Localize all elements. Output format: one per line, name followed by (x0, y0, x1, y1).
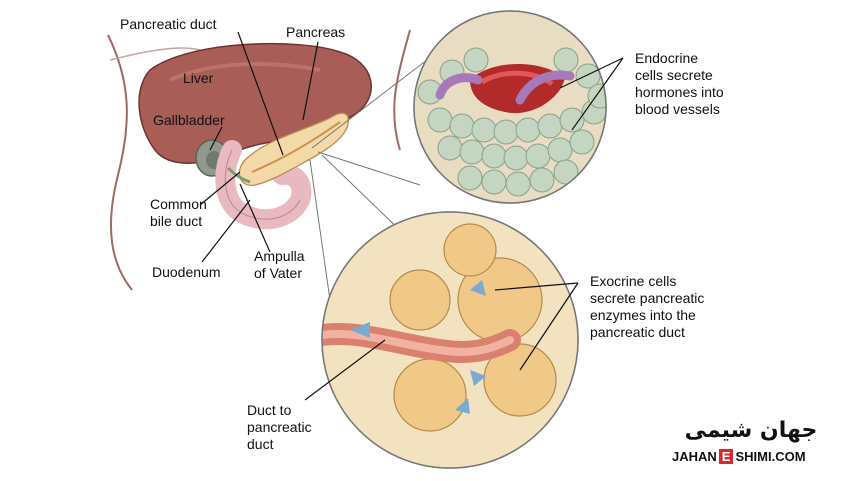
label-gallbladder: Gallbladder (153, 112, 225, 128)
liver-shape (138, 42, 372, 164)
torso-outline (107, 29, 411, 291)
label-ampulla-of-vater: Ampulla of Vater (254, 248, 305, 281)
watermark-latin-right: SHIMI.COM (735, 449, 806, 464)
label-pancreatic-duct: Pancreatic duct (120, 16, 217, 32)
label-duct-to-pancreatic-duct: Duct to pancreatic duct (247, 402, 312, 452)
label-exocrine: Exocrine cells secrete pancreatic enzyme… (590, 273, 705, 340)
exocrine-magnifier (321, 211, 579, 469)
endocrine-magnifier (413, 10, 607, 204)
label-common-bile-duct: Common bile duct (150, 196, 207, 229)
label-endocrine: Endocrine cells secrete hormones into bl… (635, 50, 724, 117)
label-liver: Liver (183, 70, 214, 86)
leader-lines (199, 31, 624, 401)
watermark-latin-left: JAHAN (672, 449, 717, 464)
watermark-latin-mid: E (718, 449, 734, 464)
watermark-persian: جهان شیمی (684, 418, 818, 443)
pancreas-shape (238, 112, 349, 186)
pancreatic-duct-line (251, 121, 341, 173)
label-pancreas: Pancreas (286, 24, 346, 40)
label-duodenum: Duodenum (152, 264, 221, 280)
